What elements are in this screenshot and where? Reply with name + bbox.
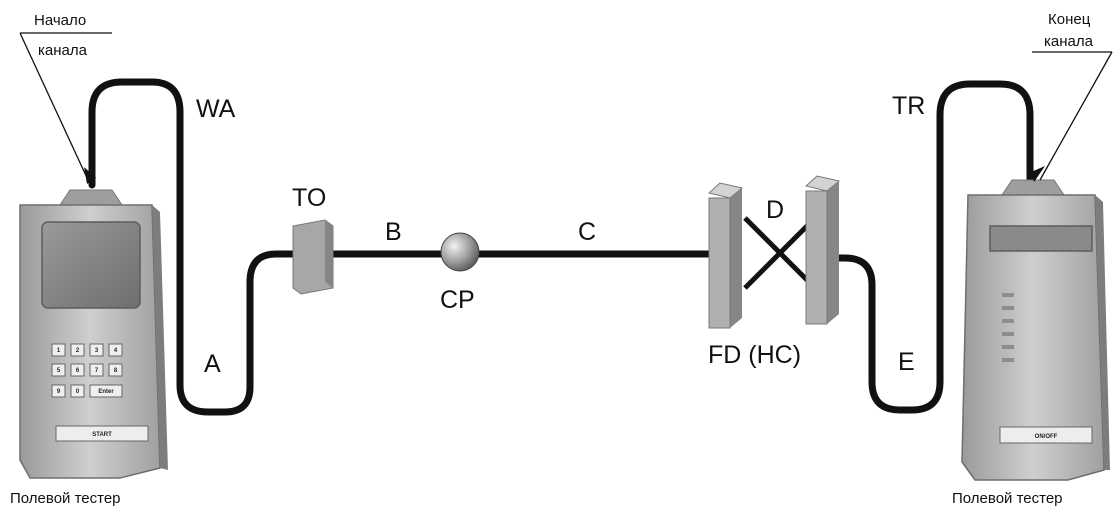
keypad-key-label: 3: [95, 348, 99, 354]
channel-start-label-line2: канала: [38, 42, 88, 59]
keypad-key-label: 9: [57, 389, 61, 395]
segment-label-to: TO: [292, 184, 326, 212]
indicator-lights: [1002, 293, 1014, 362]
keypad-key-label: 4: [114, 348, 118, 354]
segment-label-cp: CP: [440, 286, 475, 314]
start-button: [55, 425, 149, 442]
callout-channel-start: [19, 32, 112, 184]
channel-start-label-line1: Начало: [34, 12, 86, 29]
cable-e-tr: [828, 80, 1034, 414]
segment-label-fd-hc: FD (HC): [708, 341, 801, 369]
segment-label-a: A: [204, 350, 221, 378]
keypad-key-label: 2: [76, 348, 80, 354]
consolidation-point-cp: [440, 232, 480, 272]
keypad-key-label: Enter: [98, 389, 114, 395]
segment-label-wa: WA: [196, 95, 236, 123]
telecom-outlet-to: [292, 219, 334, 295]
keypad-key-label: 7: [95, 368, 99, 374]
on-off-button-label: ON/OFF: [1035, 434, 1058, 440]
tester-screen: [41, 221, 141, 309]
segment-label-e: E: [898, 348, 915, 376]
channel-end-label-line1: Конец: [1048, 11, 1091, 28]
callout-channel-end: [1031, 51, 1113, 182]
segment-label-c: C: [578, 218, 596, 246]
cable-wa: [88, 78, 304, 416]
segment-label-tr: TR: [892, 92, 925, 120]
start-button-label: START: [92, 432, 112, 438]
tester-right-caption: Полевой тестер: [952, 490, 1063, 507]
keypad-key-label: 0: [76, 389, 80, 395]
tester-display: [989, 225, 1093, 252]
segment-label-b: B: [385, 218, 402, 246]
cable-d-cross: [743, 216, 817, 290]
channel-end-label-line2: канала: [1044, 33, 1094, 50]
fd-panel-left: [707, 182, 744, 329]
fd-panel-right: [804, 175, 841, 325]
field-tester-right: ON/OFF: [961, 179, 1110, 481]
keypad-key-label: 6: [76, 368, 80, 374]
tester-left-caption: Полевой тестер: [10, 490, 121, 507]
on-off-button: [999, 426, 1093, 444]
segment-label-d: D: [766, 196, 784, 224]
keypad-key-label: 8: [114, 368, 118, 374]
keypad-key-label: 5: [57, 368, 61, 374]
keypad-key-label: 1: [57, 348, 61, 354]
keypad: 1 2 3 4 5 6 7 8 9 0 Enter: [51, 343, 123, 398]
field-tester-left: 1 2 3 4 5 6 7 8 9 0 Enter START: [19, 189, 168, 479]
